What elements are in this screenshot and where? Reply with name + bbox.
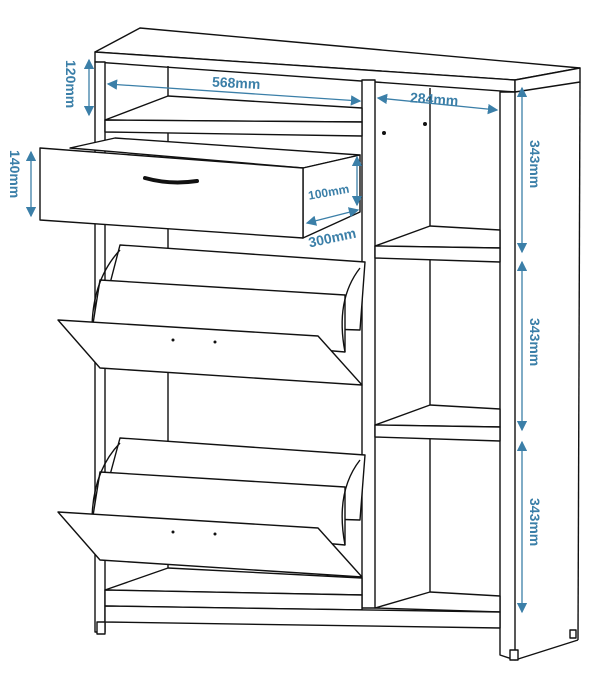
drawer-handle bbox=[143, 176, 199, 185]
drawer[interactable] bbox=[39, 137, 361, 239]
dim-top-gap: 120mm bbox=[63, 60, 79, 108]
dim-shelf-1: 343mm bbox=[527, 140, 543, 188]
shoe-flip-drawer-top[interactable] bbox=[57, 244, 366, 386]
dimension-lines bbox=[25, 58, 528, 614]
dim-width-left: 568mm bbox=[212, 74, 261, 93]
dim-drawer-front: 140mm bbox=[7, 150, 23, 198]
dim-shelf-2: 343mm bbox=[527, 318, 543, 366]
shoe-flip-drawer-bottom[interactable] bbox=[57, 437, 366, 578]
dim-shelf-3: 343mm bbox=[527, 498, 543, 546]
dim-width-right: 284mm bbox=[410, 89, 459, 108]
